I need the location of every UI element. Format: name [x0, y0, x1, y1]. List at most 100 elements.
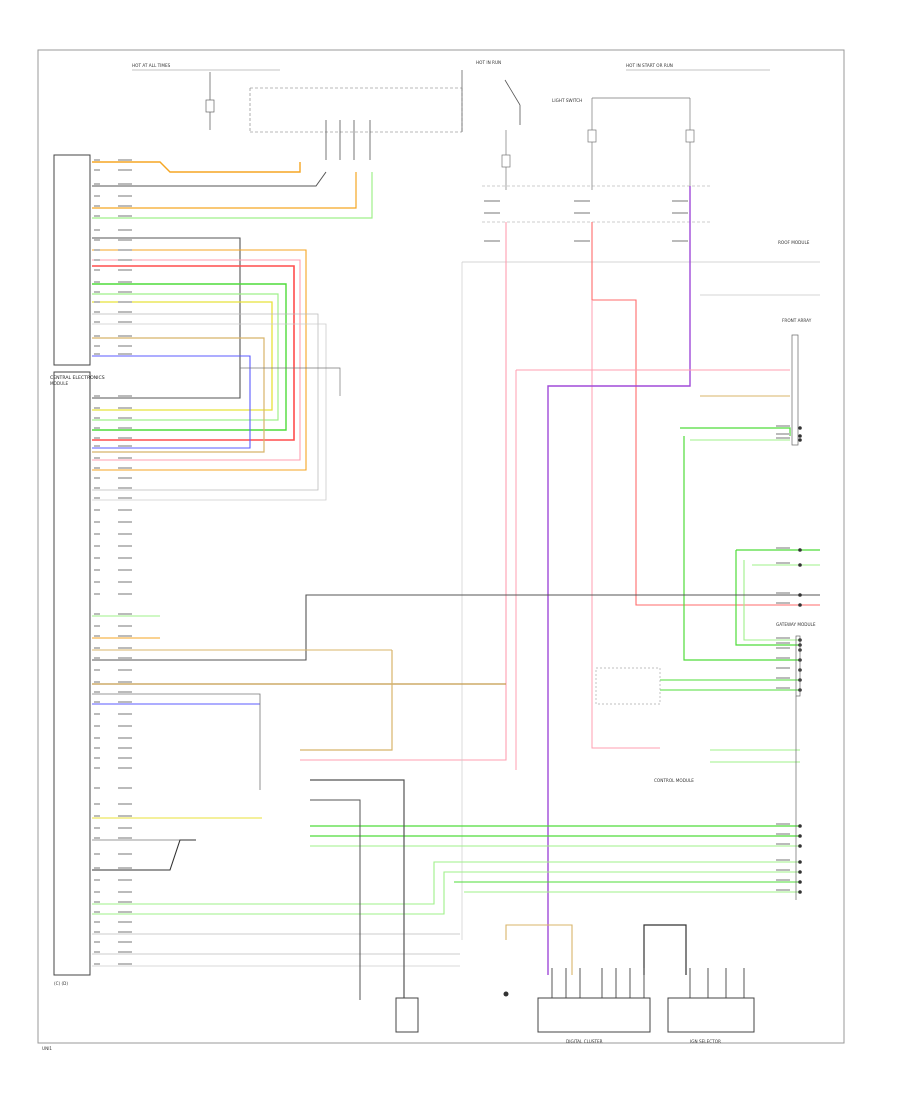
tag-group: [94, 159, 802, 998]
pin-tag: [94, 533, 100, 535]
wire-tag: [118, 815, 132, 817]
pin-tag: [94, 249, 100, 251]
wire-tag: [118, 713, 132, 715]
pin-tag: [94, 183, 100, 185]
pin-tag: [94, 395, 100, 397]
pin-tag: [94, 205, 100, 207]
pin-tag: [94, 701, 100, 703]
wire-tag: [118, 963, 132, 965]
wire-gray-h12: [240, 367, 341, 396]
pin-tag: [94, 867, 100, 869]
pin-tag: [94, 625, 100, 627]
connector-pin: [798, 824, 802, 828]
pin-tag: [94, 901, 100, 903]
connector-pin: [798, 860, 802, 864]
wire-tag: [118, 787, 132, 789]
wire-black-bottom: [643, 924, 687, 975]
wire-red-h4: [92, 265, 295, 441]
wire-tag: [118, 457, 132, 459]
wire-tag: [776, 602, 790, 604]
pin-tag: [94, 159, 100, 161]
wire-tag: [118, 581, 132, 583]
wire-tag: [118, 701, 132, 703]
fuse-b: [501, 154, 511, 168]
wire-tag: [118, 803, 132, 805]
wire-tag: [118, 951, 132, 953]
wire-tag: [118, 867, 132, 869]
wire-tag: [776, 425, 790, 427]
wire-tag: [118, 911, 132, 913]
ignition-box: [667, 997, 755, 1033]
wire-gray-top: [92, 171, 327, 187]
pin-tag: [94, 427, 100, 429]
wire-lightgreen-h6: [92, 293, 279, 421]
wire-tag: [118, 941, 132, 943]
pin-tag: [94, 353, 100, 355]
wire-tag: [118, 321, 132, 323]
wire-tag: [118, 767, 132, 769]
pin-tag: [94, 281, 100, 283]
pin-tag: [94, 787, 100, 789]
pin-tag: [94, 437, 100, 439]
control-module-left-sub: MODULE: [50, 381, 69, 386]
wire-green-l4: [92, 861, 800, 905]
connector-pin: [798, 593, 802, 597]
wire-tag: [118, 891, 132, 893]
wire-tag: [776, 869, 790, 871]
wire-gray-bottom-1: [310, 779, 405, 1000]
wire-tag: [118, 901, 132, 903]
pin-tag: [94, 345, 100, 347]
wire-tag: [118, 291, 132, 293]
wire-tag: [776, 667, 790, 669]
wire-tag: [118, 747, 132, 749]
top-label-right: HOT IN START OR RUN: [626, 63, 673, 68]
gateway-module-label: GATEWAY MODULE: [776, 622, 816, 627]
wire-tag: [118, 569, 132, 571]
pin-tag: [94, 545, 100, 547]
wire-tag: [118, 437, 132, 439]
wire-tag: [118, 921, 132, 923]
wire-tag: [574, 212, 590, 214]
wire-tag: [118, 879, 132, 881]
pin-tag: [94, 803, 100, 805]
wire-tag: [118, 691, 132, 693]
pin-tag: [94, 593, 100, 595]
pin-tag: [94, 557, 100, 559]
pin-tag: [94, 301, 100, 303]
wire-tag: [776, 562, 790, 564]
wire-tag: [118, 593, 132, 595]
wire-tag: [118, 757, 132, 759]
module-bottom-label: (C) (D): [54, 981, 68, 986]
pin-tag: [94, 239, 100, 241]
wire-green-r2: [683, 436, 800, 661]
wire-lightgreen-top: [92, 172, 373, 219]
wire-tag: [776, 843, 790, 845]
connector-pin: [798, 880, 802, 884]
wire-tan-bottom: [505, 924, 573, 975]
wire-tag: [776, 889, 790, 891]
wire-tag: [118, 625, 132, 627]
wire-tag: [118, 249, 132, 251]
pin-tag: [94, 311, 100, 313]
pin-tag: [94, 497, 100, 499]
pin-tag: [94, 269, 100, 271]
wire-tag: [118, 407, 132, 409]
wire-tag: [776, 642, 790, 644]
wire-tag: [776, 433, 790, 435]
wire-tag: [118, 853, 132, 855]
diagram-border: [37, 49, 845, 1044]
wire-tag: [118, 445, 132, 447]
pin-tag: [94, 457, 100, 459]
wire-tag: [118, 259, 132, 261]
control-module-left-lower: [53, 371, 91, 976]
connector-pin: [798, 603, 802, 607]
wire-tag: [118, 311, 132, 313]
wire-tag: [776, 833, 790, 835]
pin-tag: [94, 407, 100, 409]
pin-tag: [94, 509, 100, 511]
wire-tag: [484, 212, 500, 214]
ground-terminal: [503, 991, 509, 997]
wire-tag: [574, 240, 590, 242]
wire-green-r1: [680, 427, 791, 436]
connector-pin: [798, 844, 802, 848]
